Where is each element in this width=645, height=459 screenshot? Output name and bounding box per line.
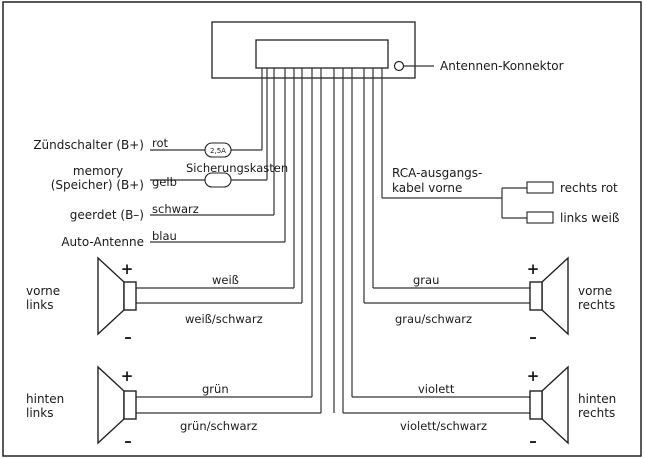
fl-minus-wire: weiß/schwarz: [185, 312, 263, 326]
rr-minus-sign: –: [529, 432, 537, 450]
speaker-front-right-icon: [529, 256, 569, 336]
rca-right-label: rechts rot: [560, 181, 618, 195]
ground-wire-color: schwarz: [152, 202, 199, 216]
rl-label-line2: links: [26, 406, 53, 420]
fr-minus-wire: grau/schwarz: [395, 312, 472, 326]
fr-plus-sign: +: [527, 260, 540, 278]
rl-plus-sign: +: [121, 367, 134, 385]
fl-label-line2: links: [26, 298, 53, 312]
speaker-wires: [136, 287, 530, 414]
fr-plus-wire: grau: [413, 273, 439, 287]
head-unit: [211, 21, 416, 79]
rca-plug-left: [526, 211, 554, 224]
ignition-wire-color: rot: [152, 136, 169, 150]
fuse-box-label: Sicherungskasten: [186, 161, 288, 175]
fl-plus-sign: +: [121, 260, 134, 278]
memory-label-line2: (Speicher) (B+): [51, 178, 144, 192]
fuse-ignition: 2,5A: [204, 142, 232, 158]
rl-plus-wire: grün: [202, 382, 229, 396]
antenna-wire-color: blau: [152, 229, 177, 243]
wire-bundle: [261, 68, 383, 413]
antenna-label: Auto-Antenne: [61, 235, 144, 249]
memory-wire-color: gelb: [152, 175, 177, 189]
ignition-label: Zündschalter (B+): [33, 138, 144, 152]
memory-label-line1: memory: [73, 164, 123, 178]
rl-label-line1: hinten: [26, 392, 64, 406]
rr-plus-wire: violett: [418, 382, 455, 396]
fuse-memory: [204, 172, 232, 188]
head-unit-connector: [255, 39, 389, 69]
speaker-rear-left-icon: [97, 365, 137, 445]
rca-label-line1: RCA-ausgangs-: [392, 166, 482, 180]
rr-plus-sign: +: [527, 367, 540, 385]
rr-label-line2: rechts: [578, 406, 615, 420]
ground-label: geerdet (B–): [70, 208, 144, 222]
fr-label-line2: rechts: [578, 298, 615, 312]
fl-plus-wire: weiß: [212, 273, 239, 287]
speaker-rear-right-icon: [529, 365, 569, 445]
svg-text:2,5A: 2,5A: [210, 147, 226, 155]
rr-minus-wire: violett/schwarz: [400, 419, 487, 433]
antenna-connector-label: Antennen-Konnektor: [440, 59, 564, 73]
input-wires: [150, 149, 285, 243]
rca-label-line2: kabel vorne: [392, 181, 462, 195]
rr-label-line1: hinten: [578, 392, 616, 406]
rca-plug-right: [526, 181, 554, 194]
rl-minus-wire: grün/schwarz: [180, 419, 257, 433]
rca-wiring: [382, 181, 554, 224]
speaker-front-left-icon: [97, 256, 137, 336]
rl-minus-sign: –: [124, 432, 132, 450]
fr-label-line1: vorne: [578, 284, 612, 298]
fl-minus-sign: –: [124, 328, 132, 346]
rca-left-label: links weiß: [560, 211, 620, 225]
fr-minus-sign: –: [529, 328, 537, 346]
antenna-connector-socket: [393, 60, 405, 72]
fl-label-line1: vorne: [26, 284, 60, 298]
